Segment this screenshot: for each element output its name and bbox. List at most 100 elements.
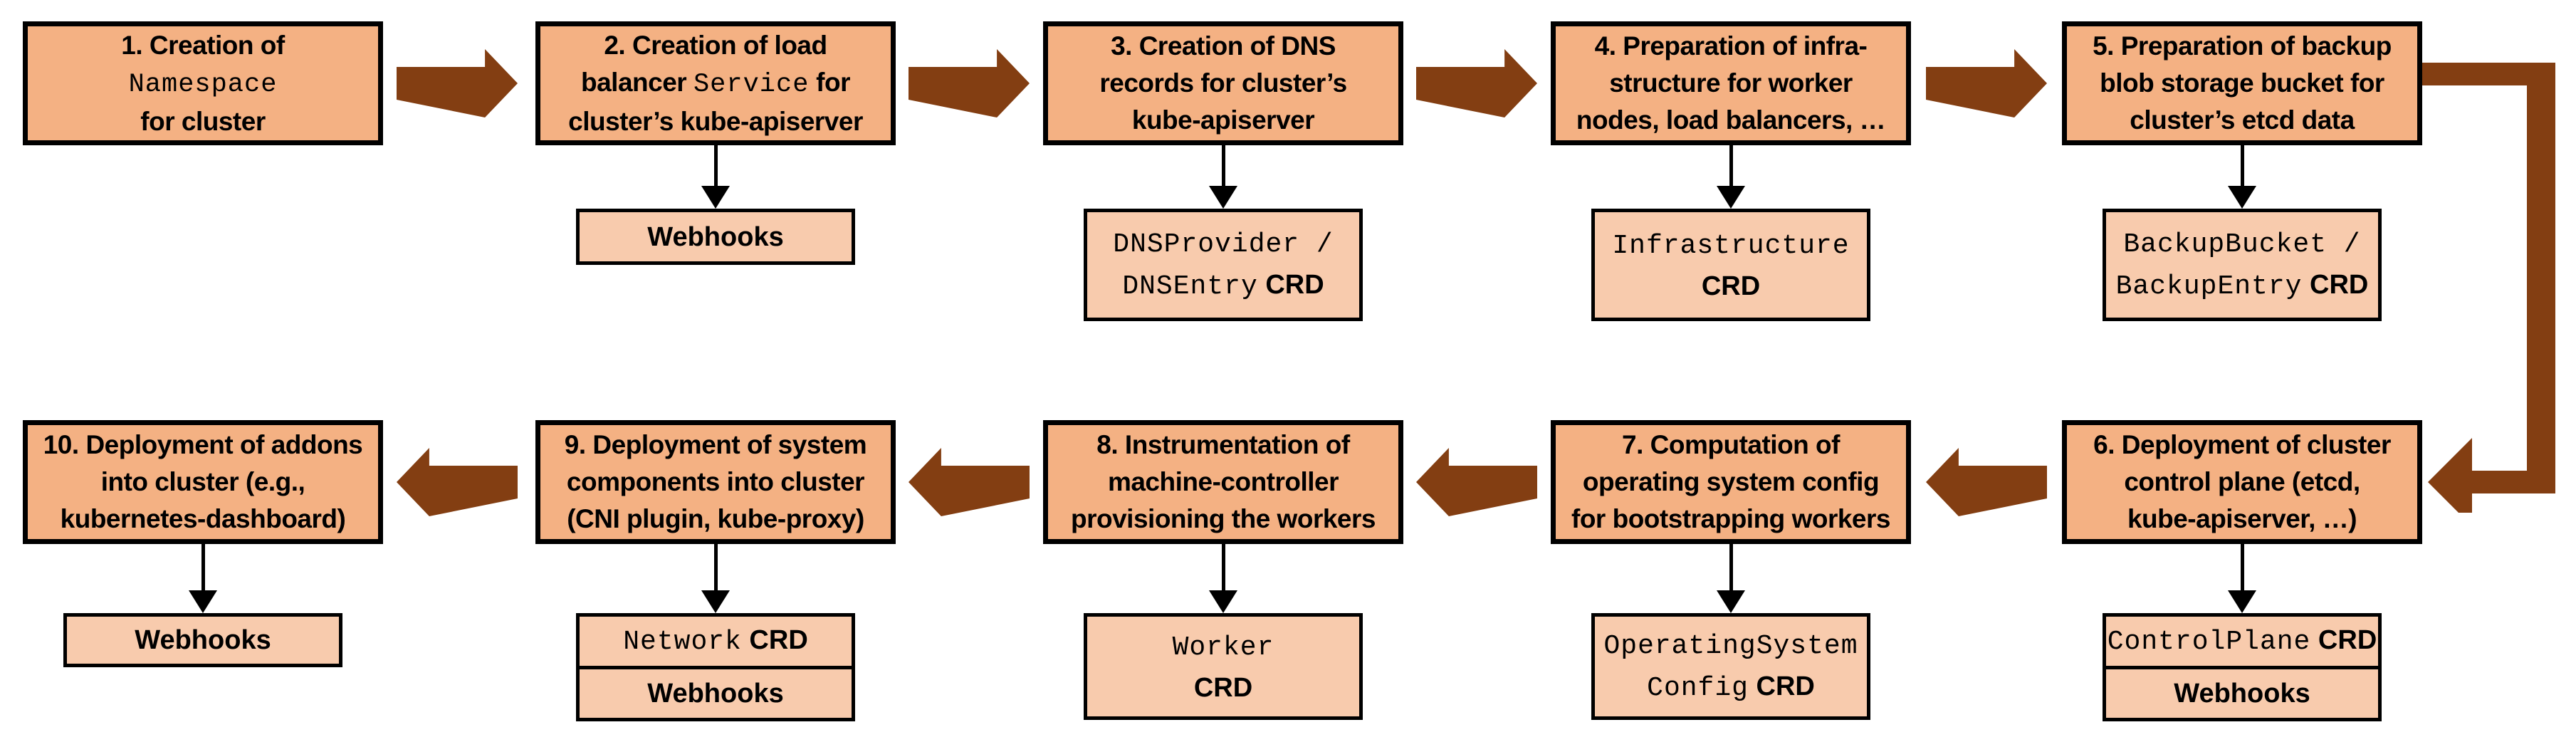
connector-line	[1222, 145, 1225, 187]
label-text: 8. Instrumentation of	[1096, 430, 1350, 459]
step-4-text-line: nodes, load balancers, …	[1576, 102, 1886, 139]
sub-box-text-line: BackupEntry CRD	[2116, 265, 2369, 307]
label-text: nodes, load balancers, …	[1576, 105, 1886, 135]
sub-box-cell: Network CRD	[580, 617, 852, 666]
sub-box-text-line: Worker	[1173, 626, 1274, 668]
label-text: 3. Creation of DNS	[1111, 31, 1336, 61]
step-8-box: 8. Instrumentation of machine-controller p…	[1043, 420, 1403, 544]
flow-arrow-right-icon	[397, 49, 518, 117]
flow-arrow-left-icon	[1416, 448, 1537, 516]
code-text: Namespace	[128, 69, 278, 100]
connector-line	[1729, 145, 1733, 187]
step-4-box: 4. Preparation of infra-structure for wo…	[1551, 21, 1911, 145]
arrowhead-icon	[1209, 590, 1237, 613]
sub-box-cell: Webhooks	[2106, 665, 2378, 719]
down-arrow-icon	[2228, 145, 2256, 209]
sub-box-cell: ControlPlane CRD	[2106, 617, 2378, 666]
sub-box-cell: Webhooks	[580, 665, 852, 719]
label-text: 5. Preparation of backup	[2093, 31, 2392, 61]
label-text: CRD	[1193, 672, 1253, 703]
sub-box-controlplane-crd-webhooks: ControlPlane CRD Webhooks	[2103, 613, 2382, 721]
step-5-text-line: blob storage bucket for	[2100, 65, 2384, 102]
label-text: components into cluster	[566, 467, 865, 496]
label-text: cluster’s kube-apiserver	[568, 106, 863, 136]
step-2-text-line: balancer Service for	[580, 64, 851, 103]
down-arrow-icon	[701, 544, 730, 613]
down-arrow-icon	[1209, 145, 1237, 209]
sub-box-webhooks: Webhooks	[576, 209, 855, 265]
arrowhead-icon	[701, 590, 730, 613]
label-text: balancer	[580, 67, 693, 97]
sub-box-text-line: Infrastructure	[1612, 224, 1849, 266]
flow-arrow-right-icon	[909, 49, 1030, 117]
down-arrow-icon	[1209, 544, 1237, 613]
down-arrow-icon	[2228, 544, 2256, 613]
arrowhead-icon	[1717, 186, 1745, 209]
label-text: CRD	[2310, 625, 2377, 655]
label-text: 1. Creation of	[121, 30, 285, 60]
sub-box-text-line: Webhooks	[2174, 674, 2310, 714]
label-text: 7. Computation of	[1622, 430, 1840, 459]
step-3-text-line: 3. Creation of DNS	[1111, 28, 1336, 65]
label-text: kube-apiserver	[1131, 105, 1315, 135]
code-text: Network	[623, 626, 742, 657]
label-text: machine-controller	[1107, 467, 1339, 496]
step-6-text-line: control plane (etcd,	[2124, 464, 2360, 501]
label-text: CRD	[1257, 270, 1324, 300]
step-5-box: 5. Preparation of backup blob storage buc…	[2062, 21, 2422, 145]
connector-line	[714, 145, 718, 187]
sub-box-text-line: Webhooks	[135, 620, 271, 660]
sub-box-text-line: DNSProvider /	[1113, 223, 1333, 265]
sub-box-text-line: CRD	[1702, 266, 1760, 306]
label-text: for bootstrapping workers	[1571, 504, 1890, 533]
down-arrow-icon	[1717, 544, 1745, 613]
label-text: provisioning the workers	[1071, 504, 1376, 533]
down-arrow-icon	[701, 145, 730, 209]
flow-arrow-left-icon	[397, 448, 518, 516]
step-8-text-line: 8. Instrumentation of	[1096, 427, 1350, 464]
sub-box-text-line: Network CRD	[623, 620, 808, 662]
step-3-text-line: kube-apiserver	[1131, 102, 1315, 139]
code-text: BackupBucket /	[2123, 229, 2361, 260]
sub-box-text-line: Webhooks	[647, 217, 783, 257]
connector-line	[201, 544, 205, 592]
connector-line	[2241, 145, 2244, 187]
code-text: BackupEntry	[2115, 271, 2303, 302]
label-text: control plane (etcd,	[2124, 467, 2360, 496]
label-text: 4. Preparation of infra-	[1594, 31, 1868, 61]
down-arrow-icon	[189, 544, 217, 613]
sub-box-text-line: BackupBucket /	[2123, 223, 2360, 265]
elbow-wrap-arrow-icon	[2422, 63, 2555, 513]
code-text: DNSProvider /	[1113, 229, 1334, 260]
arrowhead-icon	[701, 186, 730, 209]
sub-box-webhooks: Webhooks	[63, 613, 342, 667]
arrowhead-icon	[1209, 186, 1237, 209]
label-text: kubernetes-dashboard)	[60, 504, 346, 533]
step-2-text-line: cluster’s kube-apiserver	[568, 103, 863, 140]
label-text: Webhooks	[135, 625, 271, 655]
code-text: Worker	[1172, 632, 1274, 663]
step-1-text-line: Namespace	[129, 64, 278, 103]
step-6-text-line: 6. Deployment of cluster	[2093, 427, 2391, 464]
code-text: Service	[693, 69, 810, 100]
step-10-text-line: kubernetes-dashboard)	[61, 501, 346, 538]
label-text: 10. Deployment of addons	[43, 430, 363, 459]
sub-box-cell: BackupBucket / BackupEntry CRD	[2106, 212, 2378, 318]
flow-arrow-right-icon	[1416, 49, 1537, 117]
connector-line	[1222, 544, 1225, 592]
arrowhead-icon	[189, 590, 217, 613]
label-text: kube-apiserver, …)	[2127, 504, 2357, 533]
sub-box-cell: DNSProvider /DNSEntry CRD	[1087, 212, 1359, 318]
sub-box-text-line: OperatingSystem	[1603, 625, 1858, 667]
code-text: Config	[1647, 673, 1749, 704]
sub-box-cell: Webhooks	[580, 212, 852, 261]
